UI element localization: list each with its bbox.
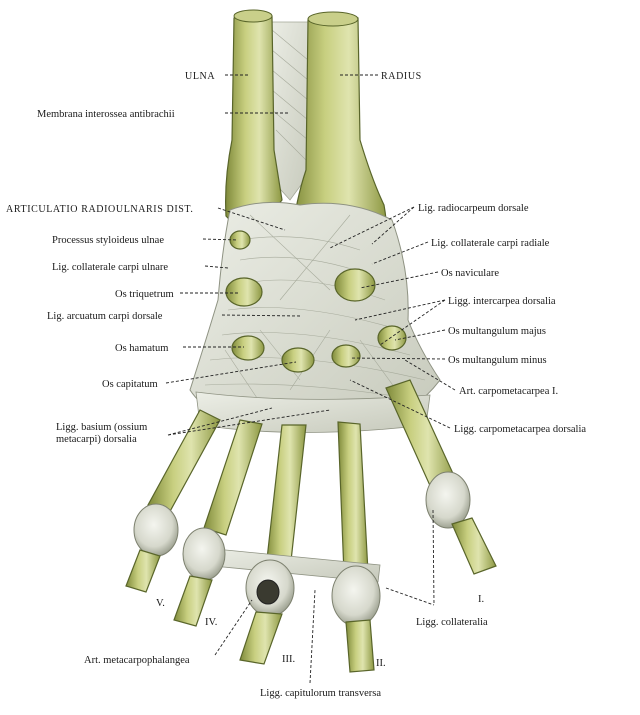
metacarpal-iii xyxy=(265,424,307,571)
label-lig-coll-ulnare: Lig. collaterale carpi ulnare xyxy=(52,262,168,273)
phalanx-v xyxy=(125,549,161,593)
ligament-fibers xyxy=(204,214,426,411)
phalanx-ii xyxy=(345,619,375,673)
label-ligg-intercarpea: Ligg. intercarpea dorsalia xyxy=(448,296,556,307)
label-os-mult-minus: Os multangulum minus xyxy=(448,355,547,366)
label-ligg-carpometacarpea: Ligg. carpometacarpea dorsalia xyxy=(454,424,586,435)
label-processus-styloideus: Processus styloideus ulnae xyxy=(52,235,164,246)
label-os-triquetrum: Os triquetrum xyxy=(115,289,174,300)
radius-end xyxy=(307,11,359,27)
capsule-ii xyxy=(331,565,381,627)
label-num-iv: IV. xyxy=(205,617,217,628)
metacarpal-v xyxy=(147,409,221,516)
os-triquetrum-shape xyxy=(225,277,263,307)
label-os-mult-majus: Os multangulum majus xyxy=(448,326,546,337)
label-ligg-basium-1: Ligg. basium (ossium xyxy=(56,422,147,433)
label-lig-arcuatum: Lig. arcuatum carpi dorsale xyxy=(47,311,163,322)
phalanges xyxy=(125,517,497,673)
capsule-v xyxy=(133,503,179,557)
label-num-i: I. xyxy=(478,594,484,605)
metacarpal-ii xyxy=(337,421,369,575)
label-lig-radiocarpeum: Lig. radiocarpeum dorsale xyxy=(418,203,529,214)
anatomy xyxy=(125,9,497,673)
leader-lines xyxy=(165,74,456,684)
label-lig-coll-radiale: Lig. collaterale carpi radiale xyxy=(431,238,550,249)
label-membrana: Membrana interossea antibrachii xyxy=(37,109,175,120)
label-ligg-basium-2: metacarpi) dorsalia xyxy=(56,434,137,445)
ulna-end xyxy=(233,9,273,23)
label-os-naviculare: Os naviculare xyxy=(441,268,499,279)
carpal-bones xyxy=(225,230,407,373)
metacarpals xyxy=(147,379,457,575)
carpal-ligaments xyxy=(189,201,441,431)
os-naviculare-shape xyxy=(334,268,376,302)
phalanx-iv xyxy=(173,575,213,627)
label-art-metacarpophalangea: Art. metacarpophalangea xyxy=(84,655,190,666)
os-hamatum-shape xyxy=(231,335,265,361)
labels: ULNA RADIUS Membrana interossea antibrac… xyxy=(6,71,586,699)
label-ulna: ULNA xyxy=(185,71,215,82)
label-ligg-capitulorum: Ligg. capitulorum transversa xyxy=(260,688,381,699)
capsule-iv xyxy=(182,527,226,581)
mcp-capsules xyxy=(133,471,471,627)
label-art-carpometacarpea: Art. carpometacarpea I. xyxy=(459,386,558,397)
phalanx-i xyxy=(451,517,497,575)
label-os-hamatum: Os hamatum xyxy=(115,343,168,354)
os-capitatum-shape xyxy=(281,347,315,373)
label-os-capitatum: Os capitatum xyxy=(102,379,158,390)
label-num-v: V. xyxy=(156,598,165,609)
phalanx-iii xyxy=(239,611,283,665)
label-num-ii: II. xyxy=(376,658,386,669)
label-art-radioulnaris: ARTICULATIO RADIOULNARIS DIST. xyxy=(6,204,193,215)
label-num-iii: III. xyxy=(282,654,295,665)
membrane-fibers xyxy=(271,29,309,161)
mcp-joint-opening xyxy=(256,579,280,605)
capsule-i xyxy=(425,471,471,529)
metacarpal-iv xyxy=(203,419,263,536)
os-mult-minus-shape xyxy=(331,344,361,368)
label-ligg-collateralia: Ligg. collateralia xyxy=(416,617,488,628)
label-radius: RADIUS xyxy=(381,71,422,82)
